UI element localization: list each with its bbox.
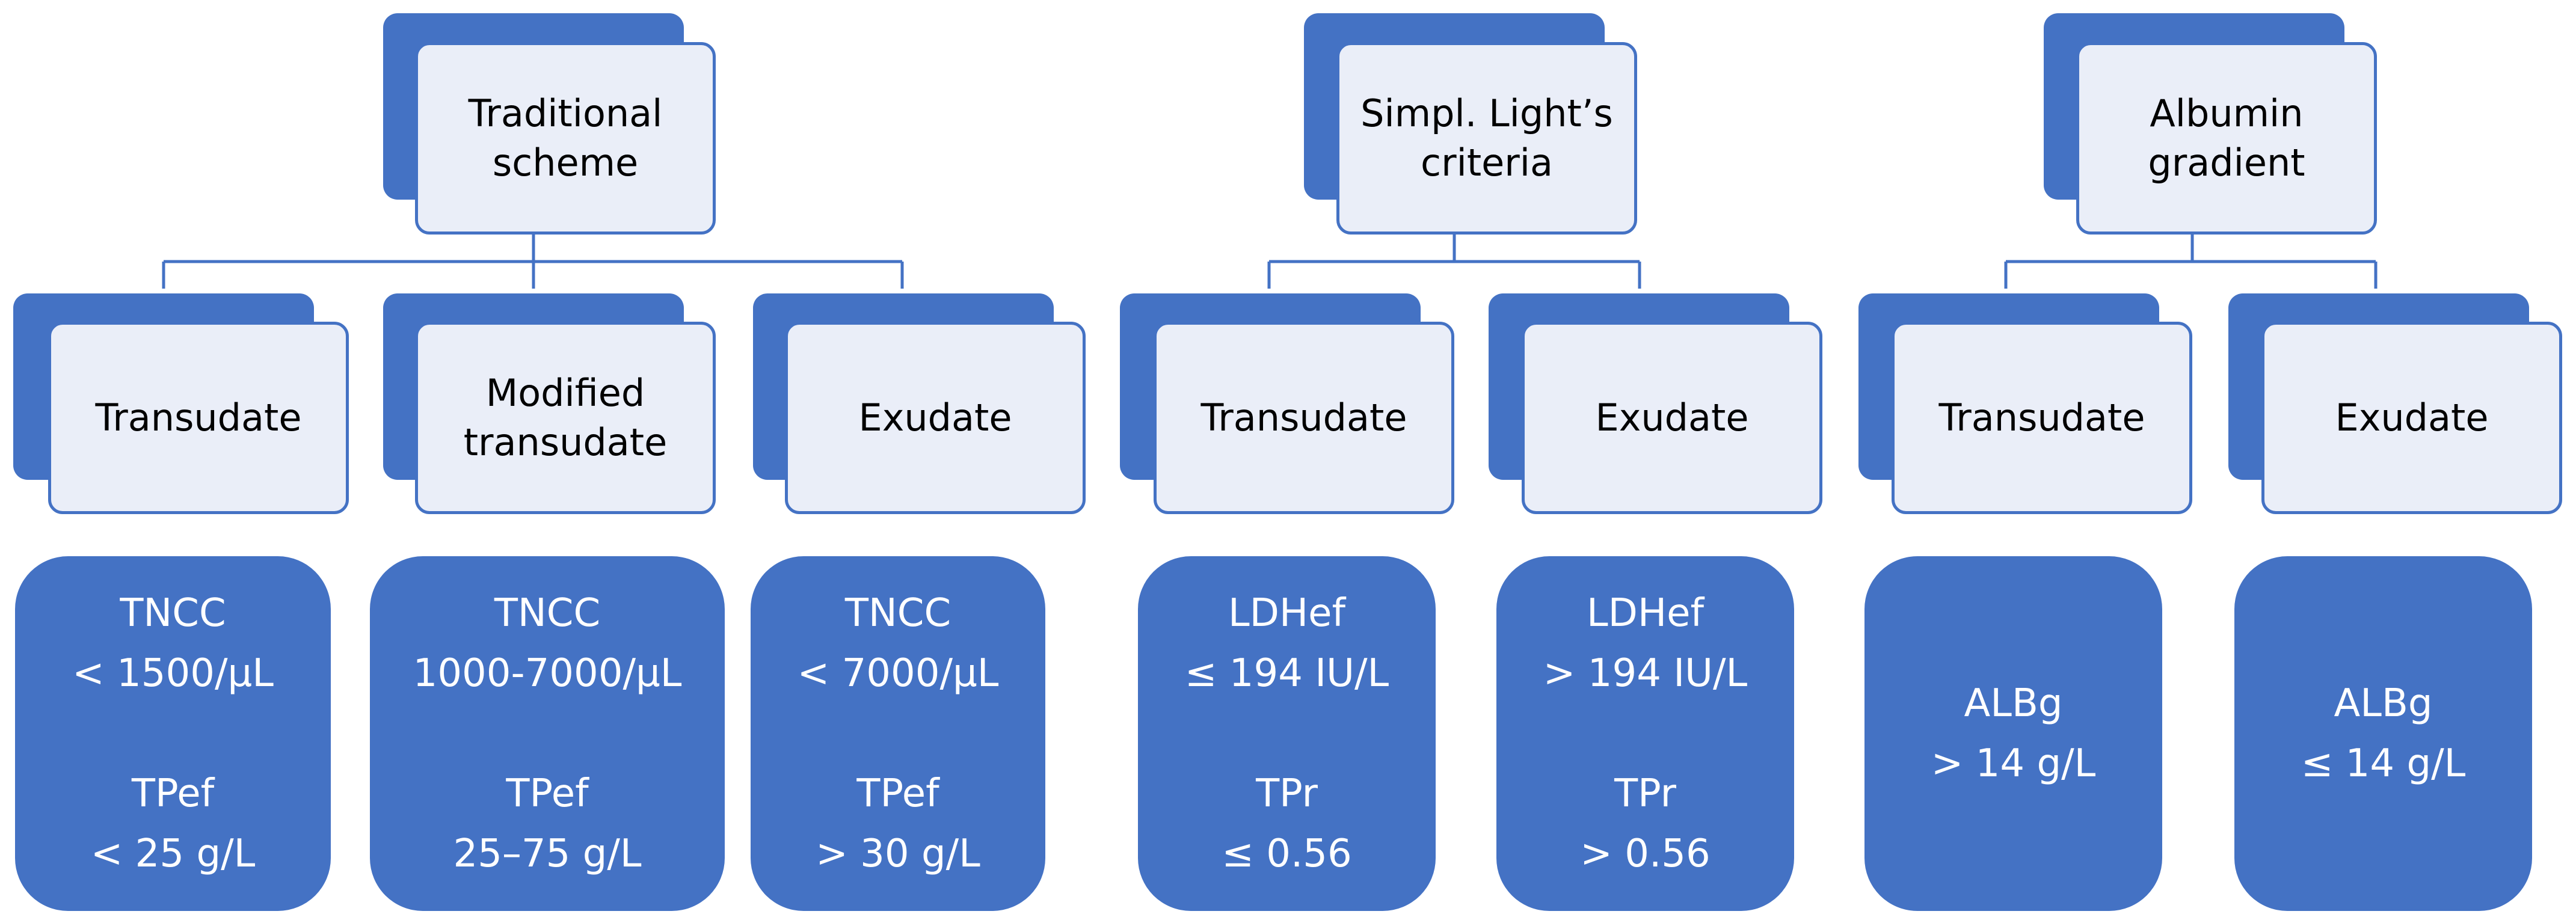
category-exudate: Exudate <box>785 322 1086 514</box>
category-transudate: Transudate <box>48 322 349 514</box>
criteria-box: TNCC < 7000/μL TPef > 30 g/L <box>751 556 1045 911</box>
criteria-box: TNCC < 1500/μL TPef < 25 g/L <box>15 556 331 911</box>
criteria-value: 25–75 g/L <box>453 832 642 876</box>
criteria-box: ALBg > 14 g/L <box>1864 556 2162 911</box>
category-transudate: Transudate <box>1154 322 1454 514</box>
criteria-value: > 0.56 <box>1580 832 1711 876</box>
criteria-label: ALBg <box>2334 681 2433 726</box>
criteria-value: > 194 IU/L <box>1543 651 1748 696</box>
criteria-value: < 7000/μL <box>797 651 999 696</box>
category-transudate: Transudate <box>1892 322 2192 514</box>
category-exudate: Exudate <box>1522 322 1822 514</box>
criteria-value: ≤ 194 IU/L <box>1184 651 1389 696</box>
scheme-title-traditional: Traditional scheme <box>415 42 716 235</box>
criteria-label: TNCC <box>844 591 951 636</box>
criteria-label: TPef <box>856 771 939 816</box>
criteria-label: TNCC <box>120 591 226 636</box>
criteria-label: ALBg <box>1964 681 2063 726</box>
criteria-label: TNCC <box>494 591 601 636</box>
criteria-value: < 1500/μL <box>72 651 274 696</box>
criteria-value: > 14 g/L <box>1931 741 2096 786</box>
category-exudate: Exudate <box>2261 322 2562 514</box>
criteria-label: TPef <box>131 771 215 816</box>
criteria-label: TPr <box>1614 771 1676 816</box>
criteria-value: ≤ 0.56 <box>1222 832 1352 876</box>
criteria-label: LDHef <box>1228 591 1345 636</box>
criteria-box: LDHef ≤ 194 IU/L TPr ≤ 0.56 <box>1138 556 1436 911</box>
criteria-value: 1000-7000/μL <box>413 651 682 696</box>
criteria-label: LDHef <box>1587 591 1704 636</box>
criteria-value: > 30 g/L <box>816 832 980 876</box>
criteria-label: TPr <box>1256 771 1318 816</box>
criteria-label: TPef <box>506 771 589 816</box>
criteria-box: TNCC 1000-7000/μL TPef 25–75 g/L <box>370 556 725 911</box>
criteria-box: ALBg ≤ 14 g/L <box>2234 556 2532 911</box>
category-modified-transudate: Modified transudate <box>415 322 716 514</box>
criteria-box: LDHef > 194 IU/L TPr > 0.56 <box>1496 556 1794 911</box>
criteria-value: < 25 g/L <box>90 832 256 876</box>
scheme-title-albumin-gradient: Albumin gradient <box>2076 42 2377 235</box>
scheme-title-lights-criteria: Simpl. Light’s criteria <box>1336 42 1637 235</box>
criteria-value: ≤ 14 g/L <box>2301 741 2466 786</box>
